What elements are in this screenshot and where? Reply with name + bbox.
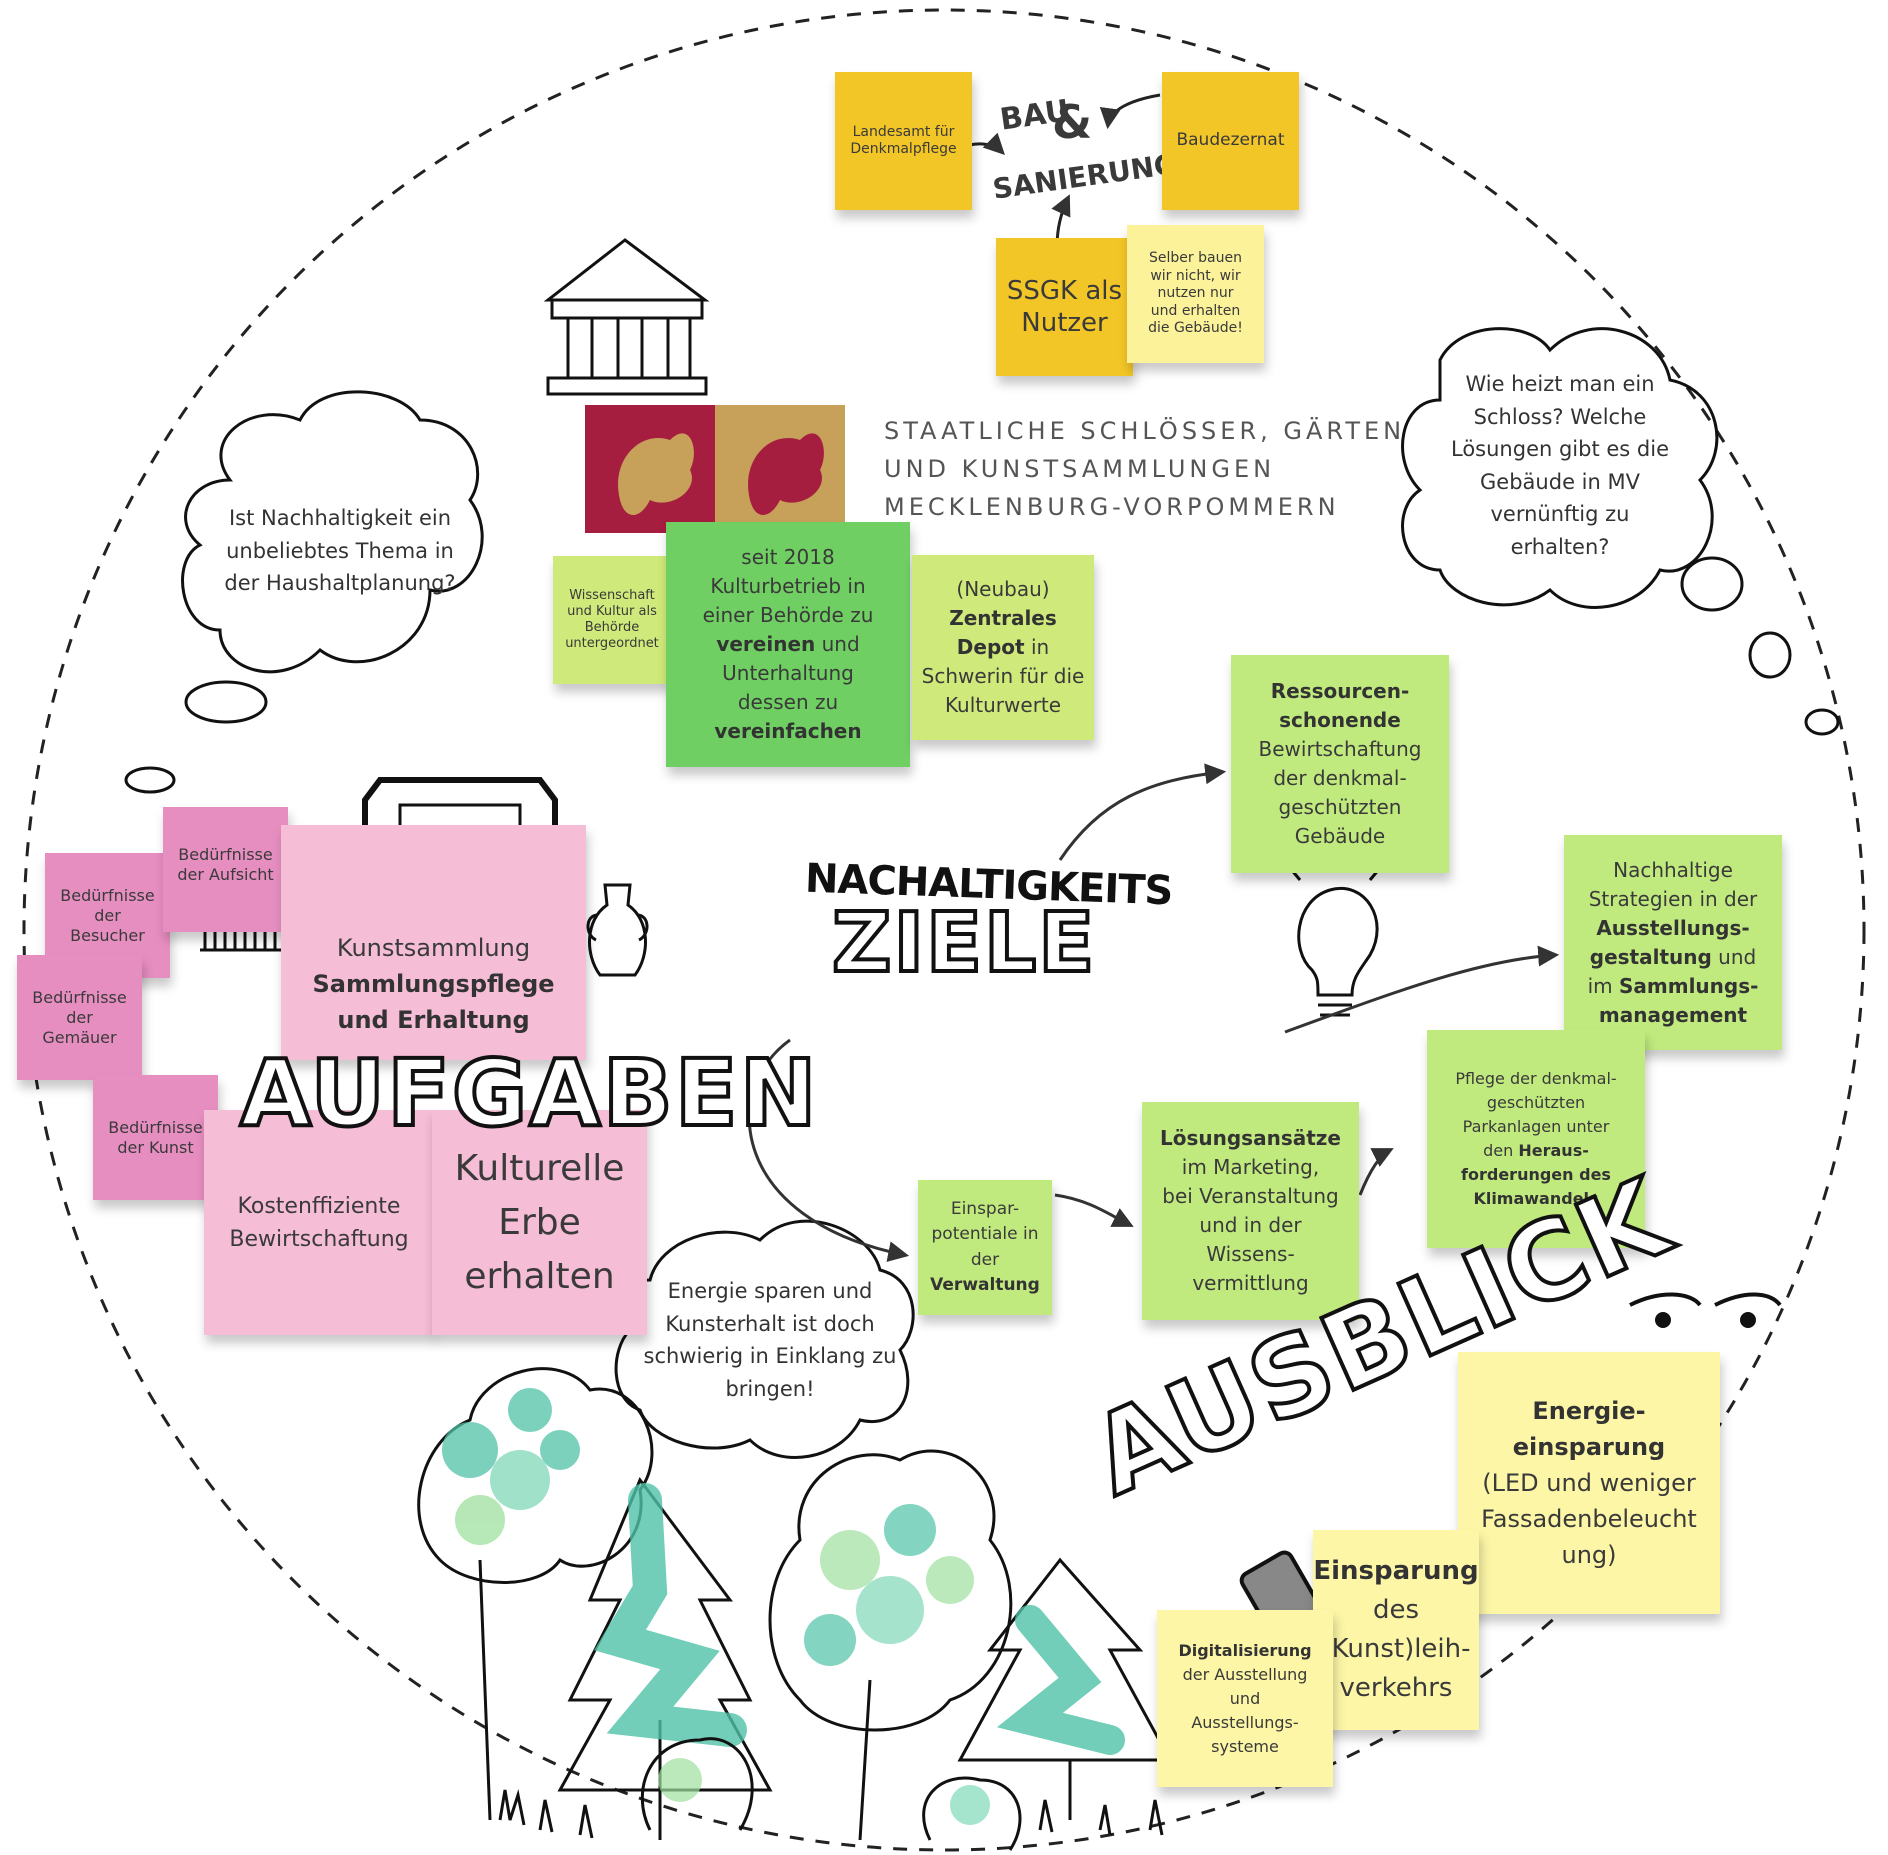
note-selber-bauen[interactable]: Selber bauen wir nicht, wir nutzen nur u… [1127, 225, 1264, 363]
note-pflege-parkanlagen[interactable]: Pflege der denkmal- geschützten Parkanla… [1427, 1030, 1645, 1248]
note-kulturelle-erbe[interactable]: Kulturelle Erbe erhalten [432, 1110, 647, 1335]
note-einsparpotentiale[interactable]: Einspar- potentiale in der Verwaltung [918, 1180, 1052, 1315]
note-kostenffiziente[interactable]: Kostenffiziente Bewirtschaftung [204, 1110, 434, 1335]
note-beduerfnisse-gemaeuer[interactable]: Bedürfnisse der Gemäuer [17, 955, 142, 1080]
note-zentrales-depot[interactable]: (Neubau) Zentrales Depot in Schwerin für… [912, 555, 1094, 740]
note-landesamt[interactable]: Landesamt für Denkmalpflege [835, 72, 972, 210]
tree-icon [768, 1449, 1013, 1841]
thought-cloud-energie [614, 1219, 915, 1459]
ziele-label: ZIELE [830, 894, 1097, 993]
note-baudezernat[interactable]: Baudezernat [1162, 72, 1299, 210]
note-ressourcen[interactable]: Ressourcen- schonende Bewirtschaftung de… [1231, 655, 1449, 873]
thought-cloud-haushalt [181, 390, 484, 674]
griffin-crest-icon [585, 405, 845, 533]
vase-icon [586, 883, 649, 977]
note-ssgk[interactable]: SSGK als Nutzer [996, 238, 1133, 376]
note-energieeinsparung[interactable]: Energie- einsparung (LED und weniger Fas… [1458, 1352, 1720, 1614]
note-leihverkehr[interactable]: Einsparung des (Kunst)leih- verkehrs [1313, 1530, 1479, 1730]
eyes-icon [1629, 1292, 1782, 1328]
temple-icon [543, 238, 710, 396]
note-seit-2018[interactable]: seit 2018 Kulturbetrieb in einer Behörde… [666, 522, 910, 767]
note-strategien[interactable]: Nachhaltige Strategien in der Ausstellun… [1564, 835, 1782, 1050]
note-kunstsammlung[interactable]: Kunstsammlung Sammlungspflege und Erhalt… [281, 825, 586, 1060]
note-wissenschaft[interactable]: Wissenschaft und Kultur als Behörde unte… [553, 556, 671, 684]
note-beduerfnisse-aufsicht[interactable]: Bedürfnisse der Aufsicht [163, 807, 288, 932]
note-beduerfnisse-kunst[interactable]: Bedürfnisse der Kunst [93, 1075, 218, 1200]
tree-icon [957, 1557, 1173, 1820]
ampersand-label: & [1052, 95, 1093, 149]
note-digitalisierung[interactable]: Digitalisierung der Ausstellung und Auss… [1157, 1610, 1333, 1787]
dashed-boundary-circle [22, 8, 1866, 1852]
cloud-text-haushalt: Ist Nachhaltigkeit ein unbeliebtes Thema… [224, 506, 456, 596]
cloud-text-heizen: Wie heizt man ein Schloss? Welche Lösung… [1451, 372, 1669, 559]
aufgaben-label: AUFGABEN [238, 1038, 819, 1149]
thought-cloud-heizen [1401, 327, 1719, 609]
cloud-text-energie: Energie sparen und Kunsterhalt ist doch … [643, 1279, 897, 1401]
org-name: STAATLICHE SCHLÖSSER, GÄRTEN UND KUNSTSA… [884, 417, 1406, 521]
lightbulb-icon [1288, 855, 1382, 1017]
note-loesungsansaetze[interactable]: Lösungsansätze im Marketing, bei Veranst… [1142, 1102, 1359, 1320]
